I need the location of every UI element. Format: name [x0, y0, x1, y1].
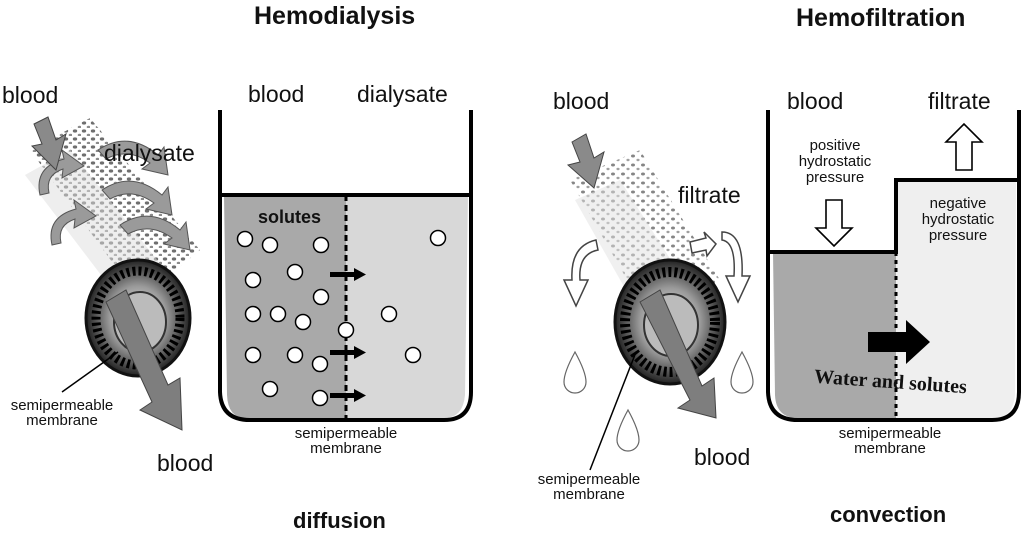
dialysate-curved-arrows: [38, 140, 191, 251]
hf-fiber-membrane-label: semipermeable membrane: [537, 471, 641, 503]
hd-tank-dialysate-label: dialysate: [357, 81, 448, 107]
hemodialysis-title: Hemodialysis: [254, 2, 416, 30]
diffusion-label: diffusion: [293, 508, 386, 533]
negative-pressure-label: negative hydrostatic pressure: [921, 195, 995, 244]
blood-out-arrow: [639, 289, 717, 419]
solute-circles: [236, 229, 447, 407]
hf-blood-in-label: blood: [553, 88, 610, 114]
hd-blood-out-label: blood: [157, 450, 214, 476]
hd-dialysate-flow-label: dialysate: [104, 140, 195, 166]
blood-in-arrow: [30, 116, 67, 171]
hf-tank-membrane-label: semipermeable membrane: [838, 425, 942, 457]
filtrate-outlet-arrows: [562, 231, 752, 308]
hf-tank-filtrate-label: filtrate: [928, 88, 991, 114]
hf-blood-out-label: blood: [694, 444, 751, 470]
solutes-label: solutes: [258, 207, 322, 227]
positive-pressure-label: positive hydrostatic pressure: [798, 137, 872, 186]
hd-fiber-membrane-label: semipermeable membrane: [10, 397, 114, 429]
hd-blood-in-label: blood: [2, 82, 59, 108]
hemodialysis-tank: [218, 110, 473, 422]
blood-in-arrow: [566, 133, 605, 189]
tank-blood-fill: [773, 252, 896, 418]
tank-dialysate-fill: [346, 195, 468, 418]
tank-wall: [766, 110, 1021, 422]
filtrate-up-arrow: [944, 122, 984, 171]
convection-arrow: [868, 320, 930, 364]
hd-tank-blood-label: blood: [248, 81, 305, 107]
filtrate-droplets: [563, 350, 754, 452]
tank-blood-fill: [224, 195, 346, 418]
hf-filtrate-flow-label: filtrate: [678, 182, 741, 208]
hd-tank-membrane-label: semipermeable membrane: [294, 425, 398, 457]
positive-pressure-arrow: [814, 199, 854, 248]
convection-label: convection: [830, 502, 947, 527]
hemofiltration-title: Hemofiltration: [796, 4, 966, 32]
hemofiltration-fiber: [562, 133, 754, 471]
hemofiltration-tank: [766, 110, 1021, 422]
hf-tank-blood-label: blood: [787, 88, 844, 114]
blood-out-arrow: [105, 289, 183, 431]
diffusion-arrows: [330, 268, 366, 402]
tank-filtrate-fill: [896, 180, 1016, 418]
hemodialysis-fiber: [25, 116, 200, 431]
